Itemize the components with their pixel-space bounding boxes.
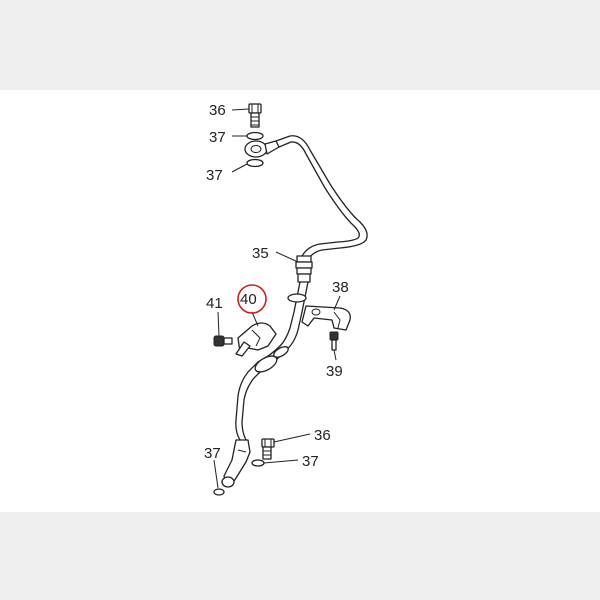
banjo-bolt-top: [248, 103, 262, 128]
banjo-fitting-top: [244, 140, 280, 158]
callout-36-top: 36: [209, 102, 226, 119]
washer-bottom-2: [213, 488, 225, 496]
callout-40-highlight: [237, 284, 267, 314]
callout-37-bottom-right: 37: [302, 453, 319, 470]
washer-bottom-1: [251, 459, 265, 467]
callout-41: 41: [206, 295, 223, 312]
callout-36-bottom: 36: [314, 427, 331, 444]
callout-38: 38: [332, 279, 349, 296]
callout-37-top-2: 37: [206, 167, 223, 184]
callout-40: 40: [240, 291, 257, 308]
bolt-39: [329, 331, 339, 351]
banjo-bolt-bottom: [261, 438, 275, 460]
bracket-38: [301, 305, 351, 331]
hose-ring: [287, 293, 307, 303]
hose-union-35: [279, 255, 313, 351]
washer-top-1: [246, 131, 264, 141]
callout-37-bottom-left: 37: [204, 445, 221, 462]
leader-lines: [213, 108, 341, 489]
clamp-40: [235, 322, 277, 357]
washer-top-2: [246, 158, 264, 168]
callout-37-top-1: 37: [209, 129, 226, 146]
brake-line-upper: [275, 135, 368, 263]
callout-35: 35: [252, 245, 269, 262]
brake-hose-middle: [235, 345, 289, 441]
bolt-41: [213, 335, 233, 347]
banjo-fitting-bottom: [221, 439, 251, 488]
callout-39: 39: [326, 363, 343, 380]
